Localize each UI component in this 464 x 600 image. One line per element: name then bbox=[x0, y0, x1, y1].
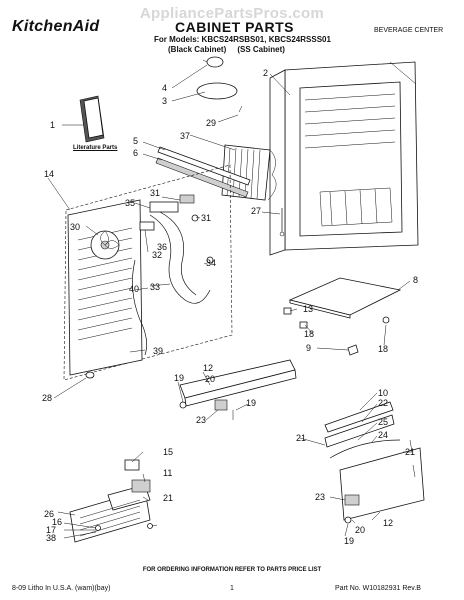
callout: 39 bbox=[153, 346, 163, 356]
callout: 37 bbox=[180, 131, 190, 141]
light-cover-part bbox=[196, 82, 243, 113]
callout: 23 bbox=[315, 492, 325, 502]
callout: 3 bbox=[162, 96, 167, 106]
litho-info: 8-09 Litho In U.S.A. (wam)(bay) bbox=[12, 585, 111, 592]
callout: 9 bbox=[306, 343, 311, 353]
callout: 32 bbox=[152, 250, 162, 260]
callout: 5 bbox=[133, 136, 138, 146]
callout: 26 bbox=[44, 509, 54, 519]
callout: 12 bbox=[383, 518, 393, 528]
callout: 22 bbox=[378, 398, 388, 408]
callout: 20 bbox=[355, 525, 365, 535]
callout: 11 bbox=[163, 468, 172, 478]
evaporator-coil-part bbox=[221, 144, 277, 201]
callout: 28 bbox=[42, 393, 52, 403]
callout-labels: 1 2 3 4 5 6 8 9 10 11 12 12 13 14 15 16 … bbox=[42, 68, 418, 546]
callout: 16 bbox=[52, 517, 62, 527]
callout: 18 bbox=[304, 329, 314, 339]
model-numbers: For Models: KBCS24RSBS01, KBCS24RSSS01 bbox=[154, 35, 331, 44]
callout: 12 bbox=[203, 363, 213, 373]
rear-panel-assembly bbox=[63, 164, 233, 381]
callout: 21 bbox=[405, 447, 415, 457]
literature-parts-label: Literature Parts bbox=[73, 145, 118, 151]
callout: 24 bbox=[378, 430, 388, 440]
part-number: Part No. W10182931 Rev.B bbox=[335, 585, 421, 592]
callout: 19 bbox=[174, 373, 184, 383]
callout: 2 bbox=[263, 68, 268, 78]
callout: 15 bbox=[163, 447, 173, 457]
callout: 40 bbox=[129, 284, 139, 294]
control-bracket-part bbox=[139, 194, 195, 231]
callout: 13 bbox=[303, 304, 313, 314]
watermark: AppliancePartsPros.com bbox=[139, 5, 325, 22]
cabinet-liner-part bbox=[269, 61, 419, 256]
callout: 36 bbox=[157, 242, 167, 252]
callout: 21 bbox=[296, 433, 306, 443]
callout: 23 bbox=[196, 415, 206, 425]
trim-strip-part bbox=[155, 146, 251, 198]
glass-shelf-part bbox=[283, 277, 402, 356]
callout: 6 bbox=[133, 148, 138, 158]
callout: 31 bbox=[150, 188, 160, 198]
callout: 27 bbox=[251, 206, 261, 216]
callout: 17 bbox=[46, 525, 56, 535]
toe-grille-part bbox=[69, 459, 153, 543]
callout: 18 bbox=[378, 344, 388, 354]
lower-right-assembly bbox=[324, 401, 425, 524]
callout: 35 bbox=[125, 198, 135, 208]
light-bulb-part bbox=[202, 56, 224, 68]
callout: 34 bbox=[206, 258, 216, 268]
callout: 1 bbox=[50, 120, 55, 130]
drain-tube-part bbox=[279, 208, 285, 237]
callout: 19 bbox=[246, 398, 256, 408]
callout: 31 bbox=[201, 213, 211, 223]
callout: 38 bbox=[46, 533, 56, 543]
model-variants: (Black Cabinet) (SS Cabinet) bbox=[168, 45, 285, 54]
callout: 19 bbox=[344, 536, 354, 546]
leader-lines bbox=[47, 64, 412, 539]
page-number: 1 bbox=[230, 585, 234, 592]
callout: 10 bbox=[378, 388, 388, 398]
callout: 4 bbox=[162, 83, 167, 93]
callout: 33 bbox=[150, 282, 160, 292]
literature-book-part bbox=[79, 95, 105, 143]
callout: 29 bbox=[206, 118, 216, 128]
callout: 8 bbox=[413, 275, 418, 285]
callout: 14 bbox=[44, 169, 54, 179]
page-title: CABINET PARTS bbox=[175, 19, 295, 35]
callout: 25 bbox=[378, 417, 388, 427]
toe-grille-bracket-upper bbox=[179, 359, 297, 420]
callout: 20 bbox=[205, 374, 215, 384]
ordering-instructions: FOR ORDERING INFORMATION REFER TO PARTS … bbox=[142, 567, 322, 573]
department-label: BEVERAGE CENTER bbox=[374, 27, 444, 34]
callout: 21 bbox=[163, 493, 173, 503]
wire-harness-part bbox=[132, 211, 214, 356]
brand-logo: KitchenAid bbox=[12, 18, 100, 35]
screw-part bbox=[85, 371, 95, 379]
callout: 30 bbox=[70, 222, 80, 232]
condenser-fan-part bbox=[90, 230, 120, 260]
